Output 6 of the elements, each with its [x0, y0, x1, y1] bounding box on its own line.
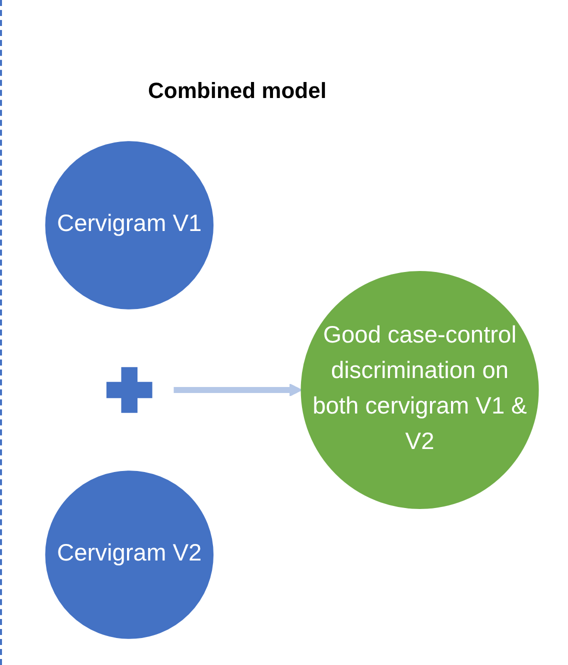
diagram-title: Combined model	[148, 78, 326, 104]
node-circle: Good case-control discrimination on both cervigram V1 & V2	[300, 270, 539, 510]
node-cross	[106, 367, 152, 413]
node-circle: Cervigram V2	[45, 470, 214, 639]
node-circle: Cervigram V1	[45, 141, 214, 310]
arrow	[174, 384, 302, 396]
